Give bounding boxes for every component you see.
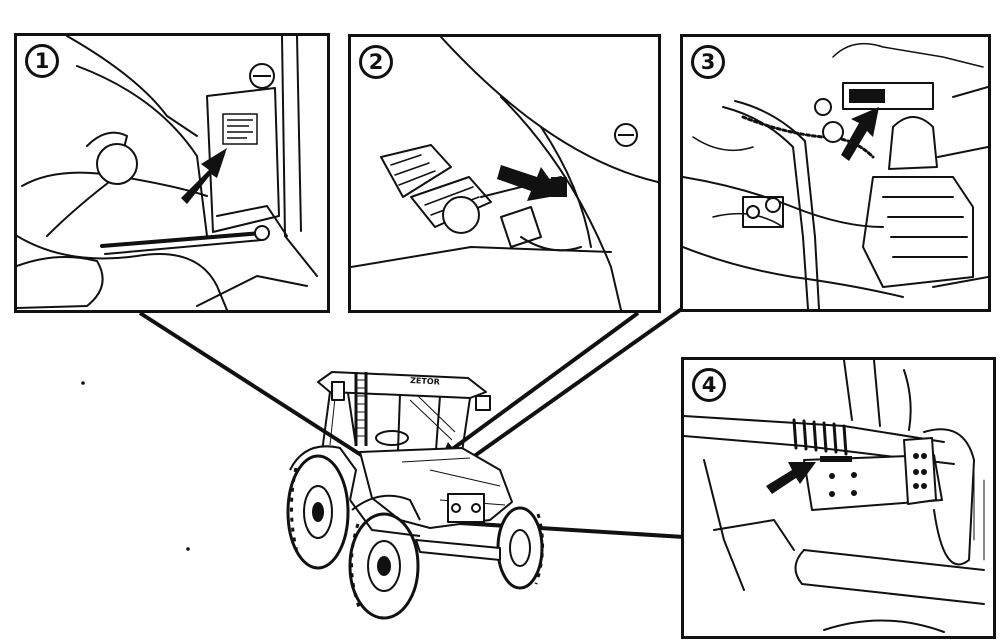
side-lamp: [475, 395, 491, 411]
edge-lines: [973, 469, 985, 561]
callout-number-3: 3: [691, 45, 725, 79]
pedal-knob: [442, 196, 480, 234]
cab-wall: [500, 96, 622, 310]
tractor-illustration: [286, 371, 545, 620]
hose-coil: [741, 115, 875, 159]
pipe-wrap: [792, 418, 848, 456]
fitting: [814, 98, 832, 116]
front-left-tread: [350, 523, 362, 611]
leader-line-4: [427, 519, 685, 539]
support: [843, 360, 912, 431]
fitting: [822, 121, 844, 143]
pedal-plate: [17, 256, 104, 309]
chassis: [349, 499, 421, 537]
panel-4-drawing: [684, 360, 985, 633]
serial-plate: [222, 113, 258, 145]
rod-lower: [104, 239, 263, 255]
detail-panel-4: 4: [681, 357, 996, 639]
fitting: [746, 205, 760, 219]
bracket: [500, 206, 542, 248]
print-speck: [186, 547, 190, 551]
cab-glass-lines: [329, 395, 456, 446]
bracket-block: [742, 196, 784, 228]
dash-curve: [76, 65, 208, 237]
detail-panel-3: 3: [680, 34, 991, 312]
panel-1-drawing: [17, 36, 318, 310]
brake-pedal: [410, 176, 492, 228]
front-left-wheel-hub: [367, 540, 401, 592]
pump-detail: [882, 196, 968, 258]
print-speck: [81, 381, 85, 385]
dash-edge: [66, 36, 198, 137]
harness: [683, 176, 904, 298]
injection-pump: [862, 176, 974, 288]
hose: [17, 235, 228, 310]
callout-number-2: 2: [359, 45, 393, 79]
exhaust-stack: [354, 372, 368, 446]
number-plate-fill: [849, 89, 885, 103]
engine-block: [932, 86, 988, 288]
pointer-arrow: [181, 148, 227, 204]
dash-underside: [440, 37, 658, 183]
callout-number-4: 4: [692, 368, 726, 402]
tractor-brand-text: ZETOR: [410, 376, 440, 387]
serial-stamp: [820, 456, 852, 462]
front-housing: [923, 428, 975, 566]
detail-panel-2: 2: [348, 34, 661, 313]
cab-frame-post: [281, 36, 318, 277]
wall-edge: [540, 126, 592, 248]
panel-2-drawing: [351, 37, 658, 310]
front-right-wheel: [496, 506, 544, 590]
floor-edge: [196, 275, 308, 307]
detail-panel-1: 1: [14, 33, 330, 313]
mirror: [331, 381, 345, 401]
pointer-arrow: [766, 462, 816, 494]
pedal-knob: [96, 143, 138, 185]
cab-frame: [321, 391, 471, 453]
lower-frame: [703, 459, 795, 591]
rear-wheel-center: [312, 502, 324, 522]
bracket: [216, 205, 288, 237]
leader-line-1: [138, 311, 374, 464]
headlight-right: [471, 503, 481, 513]
floor-tunnel: [520, 236, 582, 252]
front-axle: [415, 539, 501, 561]
pointer-arrow: [497, 165, 561, 201]
front-left-wheel-center: [377, 556, 391, 576]
rear-wheel-hub: [303, 485, 333, 539]
leader-line-2: [445, 311, 640, 455]
fitting: [765, 197, 781, 213]
headlight-left: [451, 503, 461, 513]
exhaust-ribs: [356, 379, 366, 437]
callout-number-1: 1: [25, 44, 59, 78]
axle-end: [794, 549, 805, 585]
frame-bracket: [903, 437, 937, 505]
front-right-wheel-hub: [509, 529, 531, 567]
pointer-arrow: [841, 107, 879, 161]
rod: [100, 231, 264, 248]
grille: [447, 493, 485, 523]
filter-housing: [888, 116, 938, 170]
ground-line: [823, 619, 945, 633]
leader-line-3: [433, 306, 685, 486]
leader-lines: [138, 306, 685, 539]
steering-wheel: [375, 430, 409, 446]
front-fender: [351, 494, 421, 521]
clutch-pedal: [380, 144, 452, 198]
pipe-inner: [734, 100, 820, 309]
axle-tube: [801, 549, 985, 605]
dash-panel: [206, 87, 280, 233]
pedal-ribs: [390, 154, 436, 186]
plate-rivets: [829, 453, 927, 497]
serial-plate-text: [227, 119, 253, 139]
panel-3-drawing: [683, 42, 988, 309]
bolt-head: [254, 225, 270, 241]
